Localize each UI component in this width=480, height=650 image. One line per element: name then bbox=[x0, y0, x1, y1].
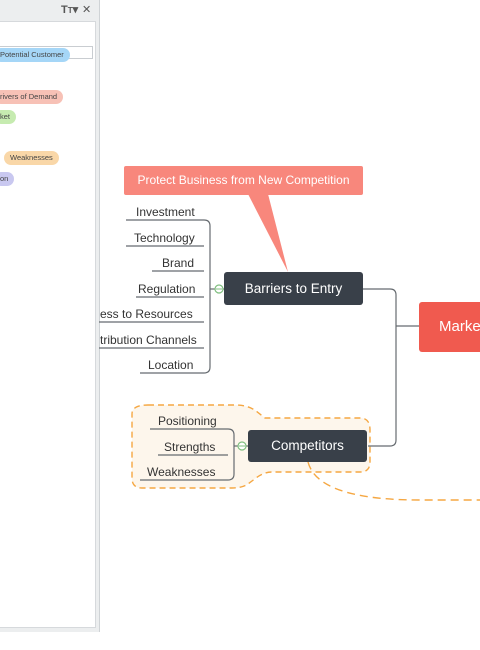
panel-content: Potential Customer rivers of Demand ket … bbox=[0, 21, 96, 628]
branch-label[interactable]: ess to Resources bbox=[100, 307, 193, 321]
callout-pointer bbox=[248, 194, 288, 272]
branch-label[interactable]: tribution Channels bbox=[100, 333, 197, 347]
branch-label[interactable]: Location bbox=[148, 358, 194, 372]
callout-note[interactable]: Protect Business from New Competition bbox=[124, 166, 363, 195]
close-icon[interactable]: ✕ bbox=[82, 4, 92, 16]
branch-label[interactable]: Technology bbox=[134, 231, 195, 245]
tag-potential-customer[interactable]: Potential Customer bbox=[0, 48, 70, 62]
branch-label[interactable]: Strengths bbox=[164, 440, 216, 454]
competitors-node[interactable]: Competitors bbox=[248, 430, 367, 462]
tag-on[interactable]: on bbox=[0, 172, 15, 186]
relation-line bbox=[307, 461, 480, 501]
branch-label[interactable]: Investment bbox=[136, 205, 195, 219]
central-connectors bbox=[363, 288, 420, 447]
competitors-branch-lines bbox=[140, 428, 248, 481]
tag-drivers-of-demand[interactable]: rivers of Demand bbox=[0, 90, 64, 104]
tag-weaknesses[interactable]: Weaknesses bbox=[4, 151, 59, 165]
branch-label[interactable]: Regulation bbox=[138, 282, 196, 296]
branch-label[interactable]: Weaknesses bbox=[147, 465, 216, 479]
side-panel: TT▾ ✕ Potential Customer rivers of Deman… bbox=[0, 0, 100, 632]
branch-label[interactable]: Brand bbox=[162, 256, 195, 270]
central-topic-node[interactable]: Marke bbox=[419, 302, 480, 352]
barriers-to-entry-node[interactable]: Barriers to Entry bbox=[224, 272, 363, 305]
tag-market[interactable]: ket bbox=[0, 110, 17, 124]
branch-label[interactable]: Positioning bbox=[158, 414, 217, 428]
text-format-icon[interactable]: TT▾ bbox=[61, 4, 79, 16]
barriers-branch-lines bbox=[99, 219, 224, 374]
